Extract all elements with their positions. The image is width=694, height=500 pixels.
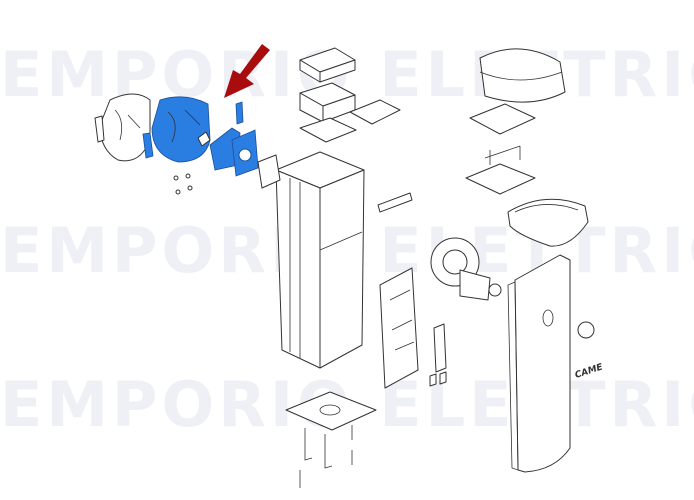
- inspection-lid: [507, 198, 589, 247]
- control-board: [379, 267, 447, 389]
- front-panel: CAME: [507, 254, 605, 473]
- top-cover: [465, 48, 566, 195]
- highlighted-part-bracket: [209, 101, 259, 177]
- screws: [173, 131, 211, 195]
- control-box: [299, 47, 401, 143]
- gearmotor: [377, 192, 502, 301]
- base-plate: [285, 391, 377, 488]
- came-logo: CAME: [574, 362, 605, 381]
- barrier-cabinet: [257, 151, 365, 369]
- housing-cover-white: [94, 93, 151, 162]
- red-arrow-icon: [224, 44, 270, 98]
- highlighted-part-housing: [142, 96, 211, 163]
